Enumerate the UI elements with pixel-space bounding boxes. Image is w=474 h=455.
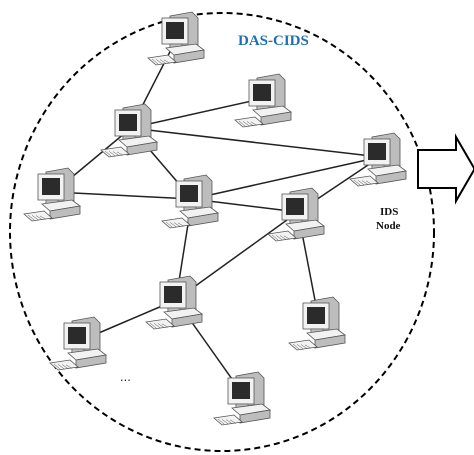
computer-center-icon: [161, 174, 219, 229]
output-arrow: [417, 133, 474, 205]
link-n5-n6: [53, 191, 193, 200]
link-n2-n3: [130, 97, 266, 129]
link-n6-n4: [191, 156, 381, 200]
computer-right-center-icon: [267, 187, 325, 242]
ids-label-line1: IDS: [380, 206, 398, 218]
computer-top-icon: [147, 11, 205, 66]
ellipsis-more-nodes: ...: [120, 369, 131, 384]
network-nodes: [23, 11, 407, 426]
computer-lower-left-icon: [49, 316, 107, 371]
link-n2-n4: [130, 127, 381, 158]
computer-left-icon: [23, 167, 81, 222]
computer-lower-right-icon: [288, 296, 346, 351]
computer-lower-center-icon: [145, 275, 203, 330]
computer-upper-right-icon: [234, 73, 292, 128]
das-cids-boundary: [9, 12, 435, 452]
diagram-title: DAS-CIDS: [238, 33, 309, 49]
ids-label-line2: Node: [376, 220, 401, 232]
computer-ids-node-icon: [349, 132, 407, 187]
computer-bottom-icon: [213, 371, 271, 426]
computer-upper-left-icon: [100, 103, 158, 158]
